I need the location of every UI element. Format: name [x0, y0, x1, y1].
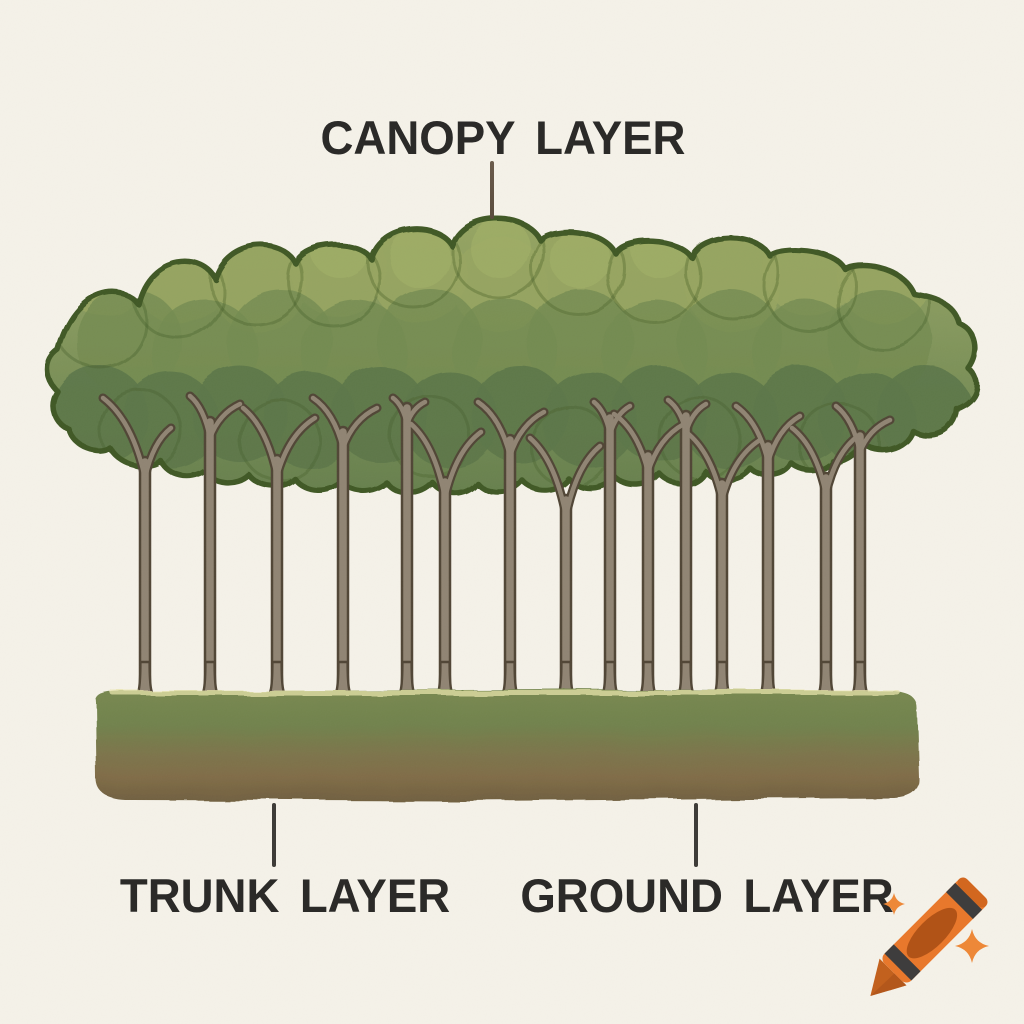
- ground-pointer-line: [694, 803, 698, 867]
- sparkle-icon: [955, 929, 989, 963]
- trunk-layer-label: TRUNK LAYER: [119, 869, 451, 922]
- crayon-icon: [870, 877, 989, 997]
- ground-layer-label: GROUND LAYER: [520, 869, 894, 922]
- trunk-pointer-line: [272, 803, 276, 867]
- canopy-pointer-line: [490, 161, 494, 219]
- sparkle-icon: [883, 893, 905, 915]
- canopy-layer-label: CANOPY LAYER: [320, 111, 686, 164]
